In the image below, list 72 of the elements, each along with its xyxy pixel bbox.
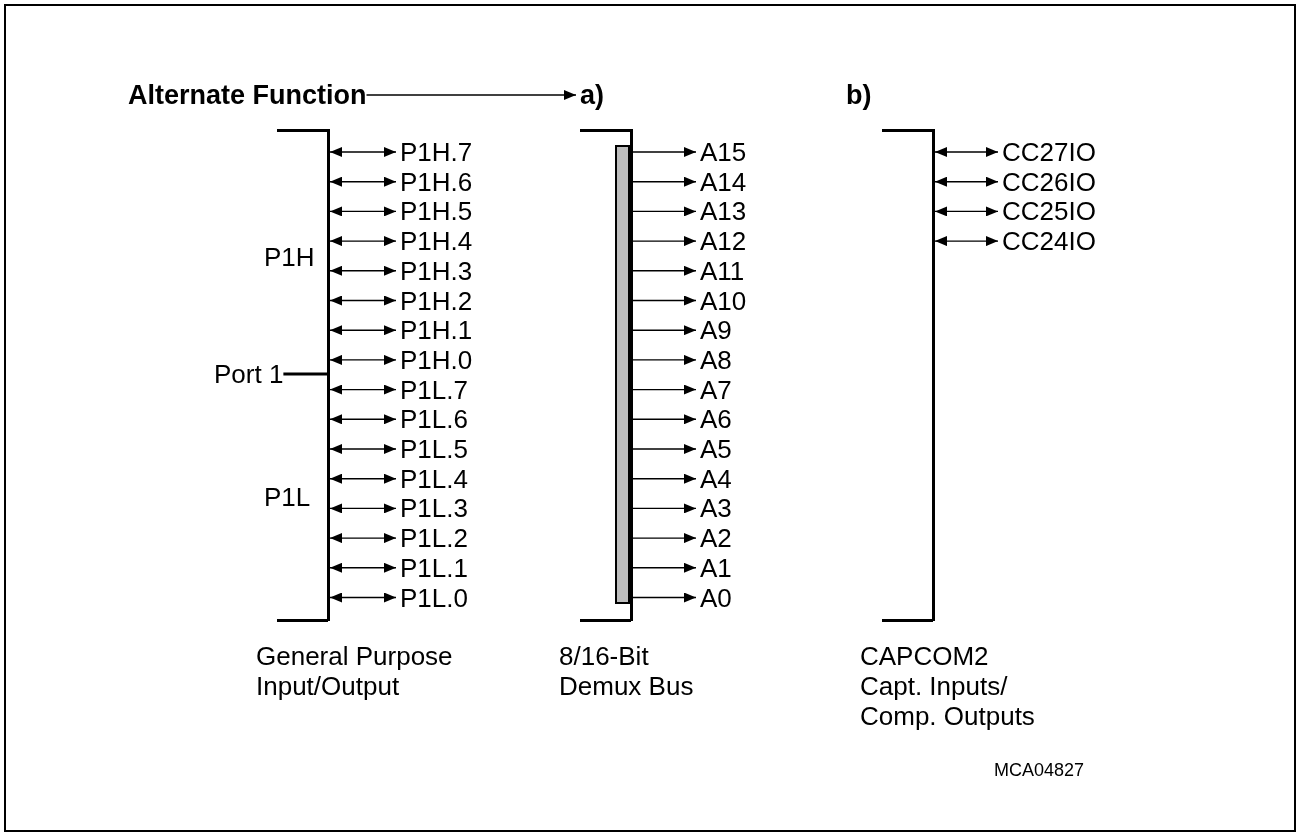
address-label: A1 bbox=[700, 554, 732, 581]
arrow bbox=[329, 562, 397, 573]
arrow bbox=[329, 176, 397, 187]
address-label: A11 bbox=[700, 257, 745, 284]
leader-line bbox=[283, 372, 327, 376]
pin-label: P1L.4 bbox=[400, 465, 468, 492]
panel-label: b) bbox=[846, 81, 872, 109]
arrow bbox=[329, 503, 397, 514]
bracket bbox=[327, 129, 330, 621]
pin-label: P1H.1 bbox=[400, 317, 473, 344]
group-label: P1L bbox=[264, 481, 311, 514]
pin-label: P1H.5 bbox=[400, 198, 473, 225]
heading-text: Alternate Function bbox=[128, 81, 367, 109]
arrow bbox=[329, 384, 397, 395]
pin-label: CC26IO bbox=[1002, 168, 1096, 195]
pin-label: CC27IO bbox=[1002, 139, 1096, 165]
arrow bbox=[329, 206, 397, 217]
pin-label: P1L.7 bbox=[400, 376, 468, 403]
address-label: A0 bbox=[700, 584, 732, 611]
pin-label: P1H.4 bbox=[400, 228, 473, 255]
pin-label: P1H.7 bbox=[400, 139, 473, 165]
arrow bbox=[329, 592, 397, 603]
arrow bbox=[329, 295, 397, 306]
address-label: A4 bbox=[700, 465, 732, 492]
pin-label: P1H.3 bbox=[400, 257, 473, 284]
address-label: A13 bbox=[700, 198, 747, 225]
address-label: A3 bbox=[700, 495, 732, 522]
pin-label: P1L.1 bbox=[400, 554, 468, 581]
address-label: A14 bbox=[700, 168, 747, 195]
pin-label: P1L.6 bbox=[400, 406, 468, 433]
address-label: A7 bbox=[700, 376, 732, 403]
pin-label: P1H.6 bbox=[400, 168, 473, 195]
pin-label: CC24IO bbox=[1002, 228, 1096, 255]
port-label: Port 1 bbox=[214, 361, 284, 387]
caption-text: General Purpose Input/Output bbox=[256, 641, 454, 701]
bracket bbox=[630, 129, 633, 621]
pin-label: CC25IO bbox=[1002, 198, 1096, 225]
address-label: A8 bbox=[700, 346, 732, 373]
address-label: A2 bbox=[700, 525, 732, 552]
arrow bbox=[329, 533, 397, 544]
address-label: A9 bbox=[700, 317, 732, 344]
pin-label: P1H.0 bbox=[400, 346, 473, 373]
caption-text: CAPCOM2 Capt. Inputs/ Comp. Outputs bbox=[860, 641, 1036, 731]
bus-bar bbox=[615, 145, 630, 604]
pin-label: P1L.3 bbox=[400, 495, 468, 522]
pin-label: P1L.0 bbox=[400, 584, 468, 611]
pin-label: P1L.5 bbox=[400, 436, 468, 462]
arrow bbox=[934, 206, 999, 217]
pin-label: P1L.2 bbox=[400, 525, 468, 552]
pin-label: P1H.2 bbox=[400, 287, 473, 314]
group-label: P1H bbox=[264, 241, 315, 274]
arrow bbox=[934, 236, 999, 247]
address-label: A12 bbox=[700, 228, 747, 255]
address-label: A6 bbox=[700, 406, 732, 433]
arrow bbox=[365, 90, 577, 100]
arrow bbox=[934, 147, 999, 157]
arrow bbox=[329, 444, 397, 454]
arrow bbox=[329, 265, 397, 276]
bracket bbox=[932, 129, 935, 621]
arrow bbox=[329, 414, 397, 425]
address-label: A15 bbox=[700, 139, 747, 165]
arrow bbox=[329, 354, 397, 365]
caption-text: 8/16-Bit Demux Bus bbox=[559, 641, 695, 701]
panel-label: a) bbox=[580, 81, 604, 109]
arrow bbox=[934, 176, 999, 187]
figure-id: MCA04827 bbox=[994, 759, 1085, 782]
address-label: A10 bbox=[700, 287, 747, 314]
arrow bbox=[329, 236, 397, 247]
address-label: A5 bbox=[700, 436, 732, 462]
arrow bbox=[329, 325, 397, 336]
arrow bbox=[329, 473, 397, 484]
arrow bbox=[329, 147, 397, 157]
